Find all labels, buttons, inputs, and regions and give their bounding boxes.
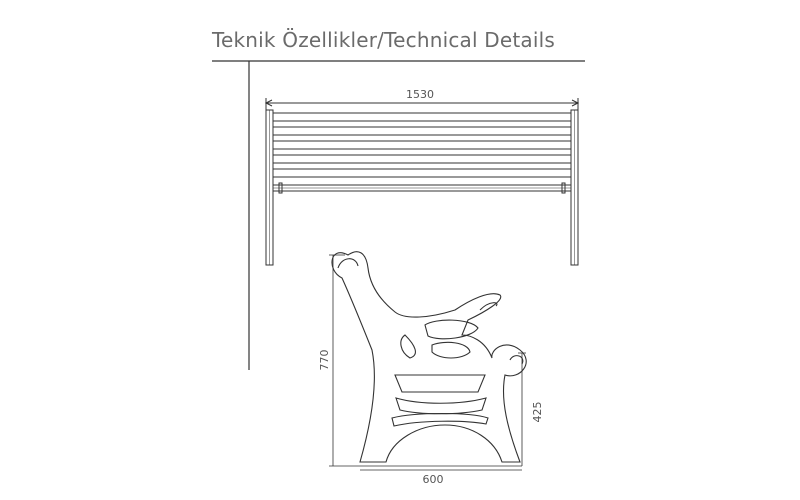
height-dimension-label: 770 (318, 350, 331, 371)
page-title: Teknik Özellikler/Technical Details (212, 28, 556, 52)
width-dimension-label: 1530 (406, 88, 434, 101)
bench-front-view (264, 98, 580, 266)
seat-height-dimension-label: 425 (531, 402, 544, 423)
depth-dimension-label: 600 (423, 473, 444, 486)
bench-side-view (329, 251, 527, 471)
